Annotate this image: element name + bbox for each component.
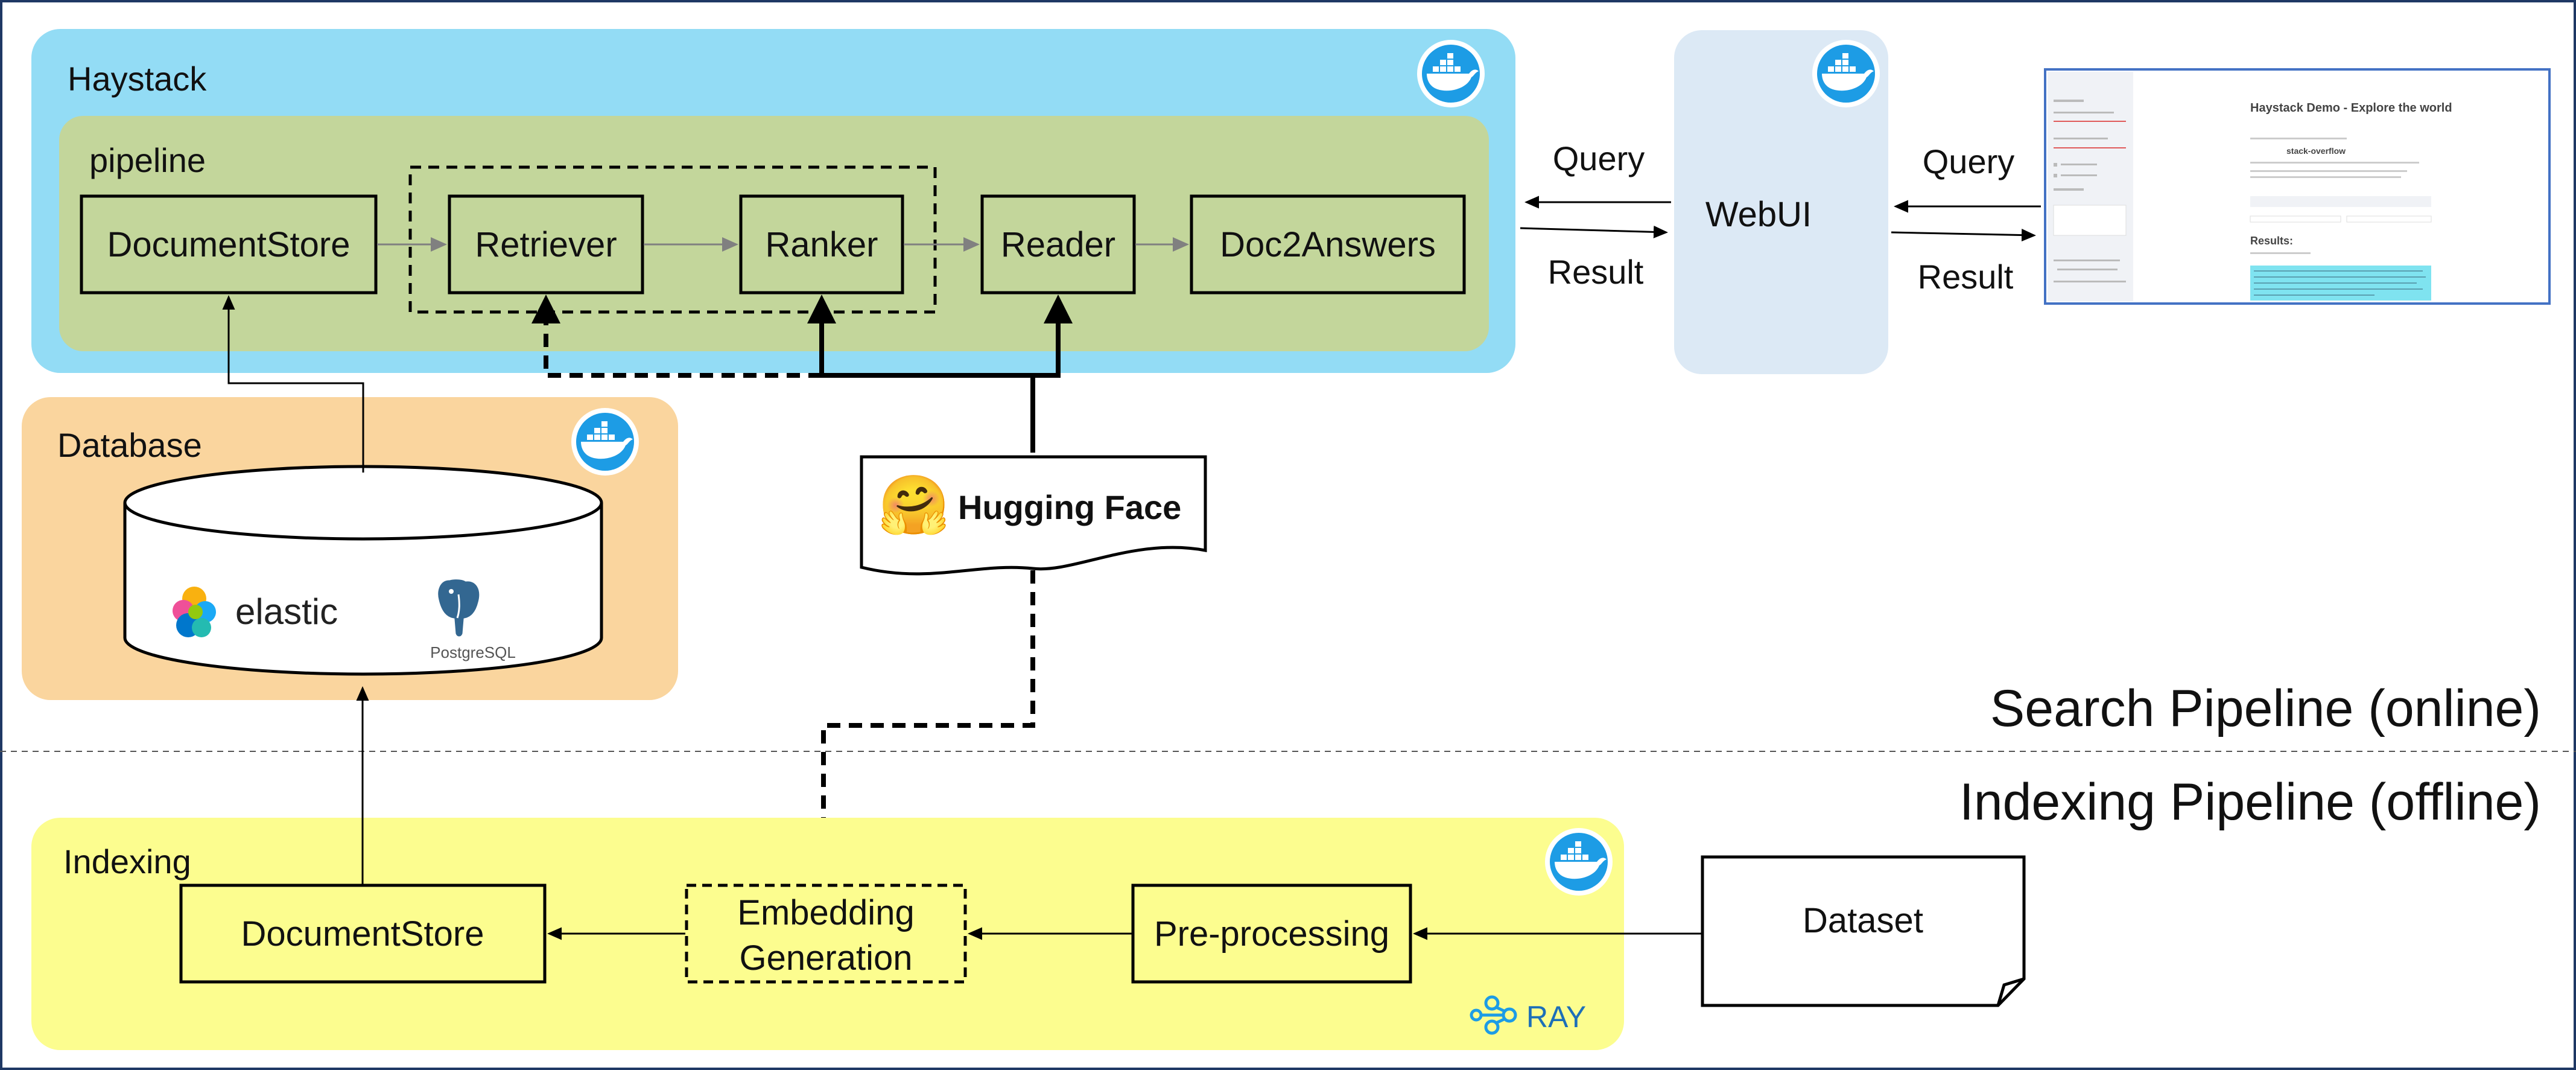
search-pipeline-label: Search Pipeline (online) bbox=[1990, 680, 2541, 737]
webui-label: WebUI bbox=[1705, 195, 1812, 234]
indexing-title: Indexing bbox=[63, 842, 191, 881]
hugging-face-logo: 🤗 bbox=[878, 473, 950, 538]
node-label: Retriever bbox=[475, 225, 617, 264]
result-arrow-left bbox=[1520, 225, 1668, 238]
dataset-node[interactable]: Dataset bbox=[1701, 855, 2026, 1007]
screenshot-title: Haystack Demo - Explore the world bbox=[2250, 101, 2452, 115]
ray-label: RAY bbox=[1526, 1000, 1586, 1034]
database-title: Database bbox=[57, 426, 202, 464]
node-document-store[interactable]: DocumentStore bbox=[80, 194, 378, 295]
database-group: Database elastic PostgreSQL bbox=[22, 295, 678, 700]
node-label: Reader bbox=[1001, 225, 1115, 264]
indexing-flow-arrows bbox=[356, 686, 1701, 940]
postgresql-text: PostgreSQL bbox=[430, 643, 516, 661]
screenshot-results-heading: Results: bbox=[2250, 235, 2293, 247]
query-label-right: Query bbox=[1923, 142, 2015, 180]
webui-screenshot: Haystack Demo - Explore the world stack-… bbox=[2044, 68, 2551, 305]
hf-to-embedding-arrow bbox=[809, 570, 1035, 888]
result-arrow-right bbox=[1891, 229, 2036, 242]
node-label: Ranker bbox=[766, 225, 878, 264]
hugging-face-group: 🤗 Hugging Face bbox=[531, 295, 1207, 888]
node-label: Doc2Answers bbox=[1220, 225, 1436, 264]
indexing-node-document-store[interactable]: DocumentStore bbox=[179, 884, 547, 984]
hugging-face-label: Hugging Face bbox=[958, 488, 1181, 526]
postgresql-logo: PostgreSQL bbox=[430, 578, 516, 661]
dataset-label: Dataset bbox=[1803, 901, 1923, 940]
docker-icon bbox=[1417, 40, 1485, 107]
node-label: DocumentStore bbox=[241, 914, 484, 954]
node-label: Pre-processing bbox=[1154, 914, 1389, 954]
result-label-right: Result bbox=[1918, 258, 2014, 296]
docker-icon bbox=[571, 408, 639, 476]
indexing-group: Indexing DocumentStore Embedding Generat… bbox=[31, 686, 1701, 1050]
elastic-text: elastic bbox=[235, 591, 338, 632]
node-ranker[interactable]: Ranker bbox=[739, 194, 904, 295]
node-label-line1: Embedding bbox=[737, 893, 914, 932]
database-cylinder bbox=[123, 465, 603, 676]
node-reader[interactable]: Reader bbox=[980, 194, 1136, 295]
node-retriever[interactable]: Retriever bbox=[448, 194, 644, 295]
docker-icon bbox=[1812, 40, 1880, 107]
webui-group: WebUI Query Result Query Result bbox=[1520, 30, 2041, 374]
screenshot-subtitle: stack-overflow bbox=[2286, 146, 2346, 156]
retriever-ranker-group bbox=[408, 165, 937, 314]
query-label-left: Query bbox=[1553, 139, 1645, 177]
indexing-container bbox=[31, 818, 1624, 1050]
result-label-left: Result bbox=[1548, 253, 1644, 291]
haystack-title: Haystack bbox=[68, 60, 207, 98]
hf-model-connectors bbox=[531, 295, 1073, 453]
db-to-documentstore-arrow bbox=[222, 295, 364, 473]
haystack-group: Haystack pipeline DocumentStore Retrieve… bbox=[31, 29, 1515, 373]
pipeline-label: pipeline bbox=[89, 141, 206, 179]
node-label: DocumentStore bbox=[107, 225, 351, 264]
indexing-pipeline-label: Indexing Pipeline (offline) bbox=[1959, 773, 2541, 831]
indexing-node-embedding[interactable]: Embedding Generation bbox=[685, 884, 967, 984]
node-label-line2: Generation bbox=[740, 938, 913, 978]
hugging-face-box bbox=[860, 455, 1207, 576]
docker-icon bbox=[1545, 828, 1613, 896]
node-doc2answers[interactable]: Doc2Answers bbox=[1190, 194, 1466, 295]
elastic-logo: elastic bbox=[145, 583, 381, 642]
ray-logo: RAY bbox=[1470, 995, 1586, 1035]
indexing-node-preprocessing[interactable]: Pre-processing bbox=[1131, 884, 1412, 984]
webui-container[interactable] bbox=[1674, 30, 1888, 374]
